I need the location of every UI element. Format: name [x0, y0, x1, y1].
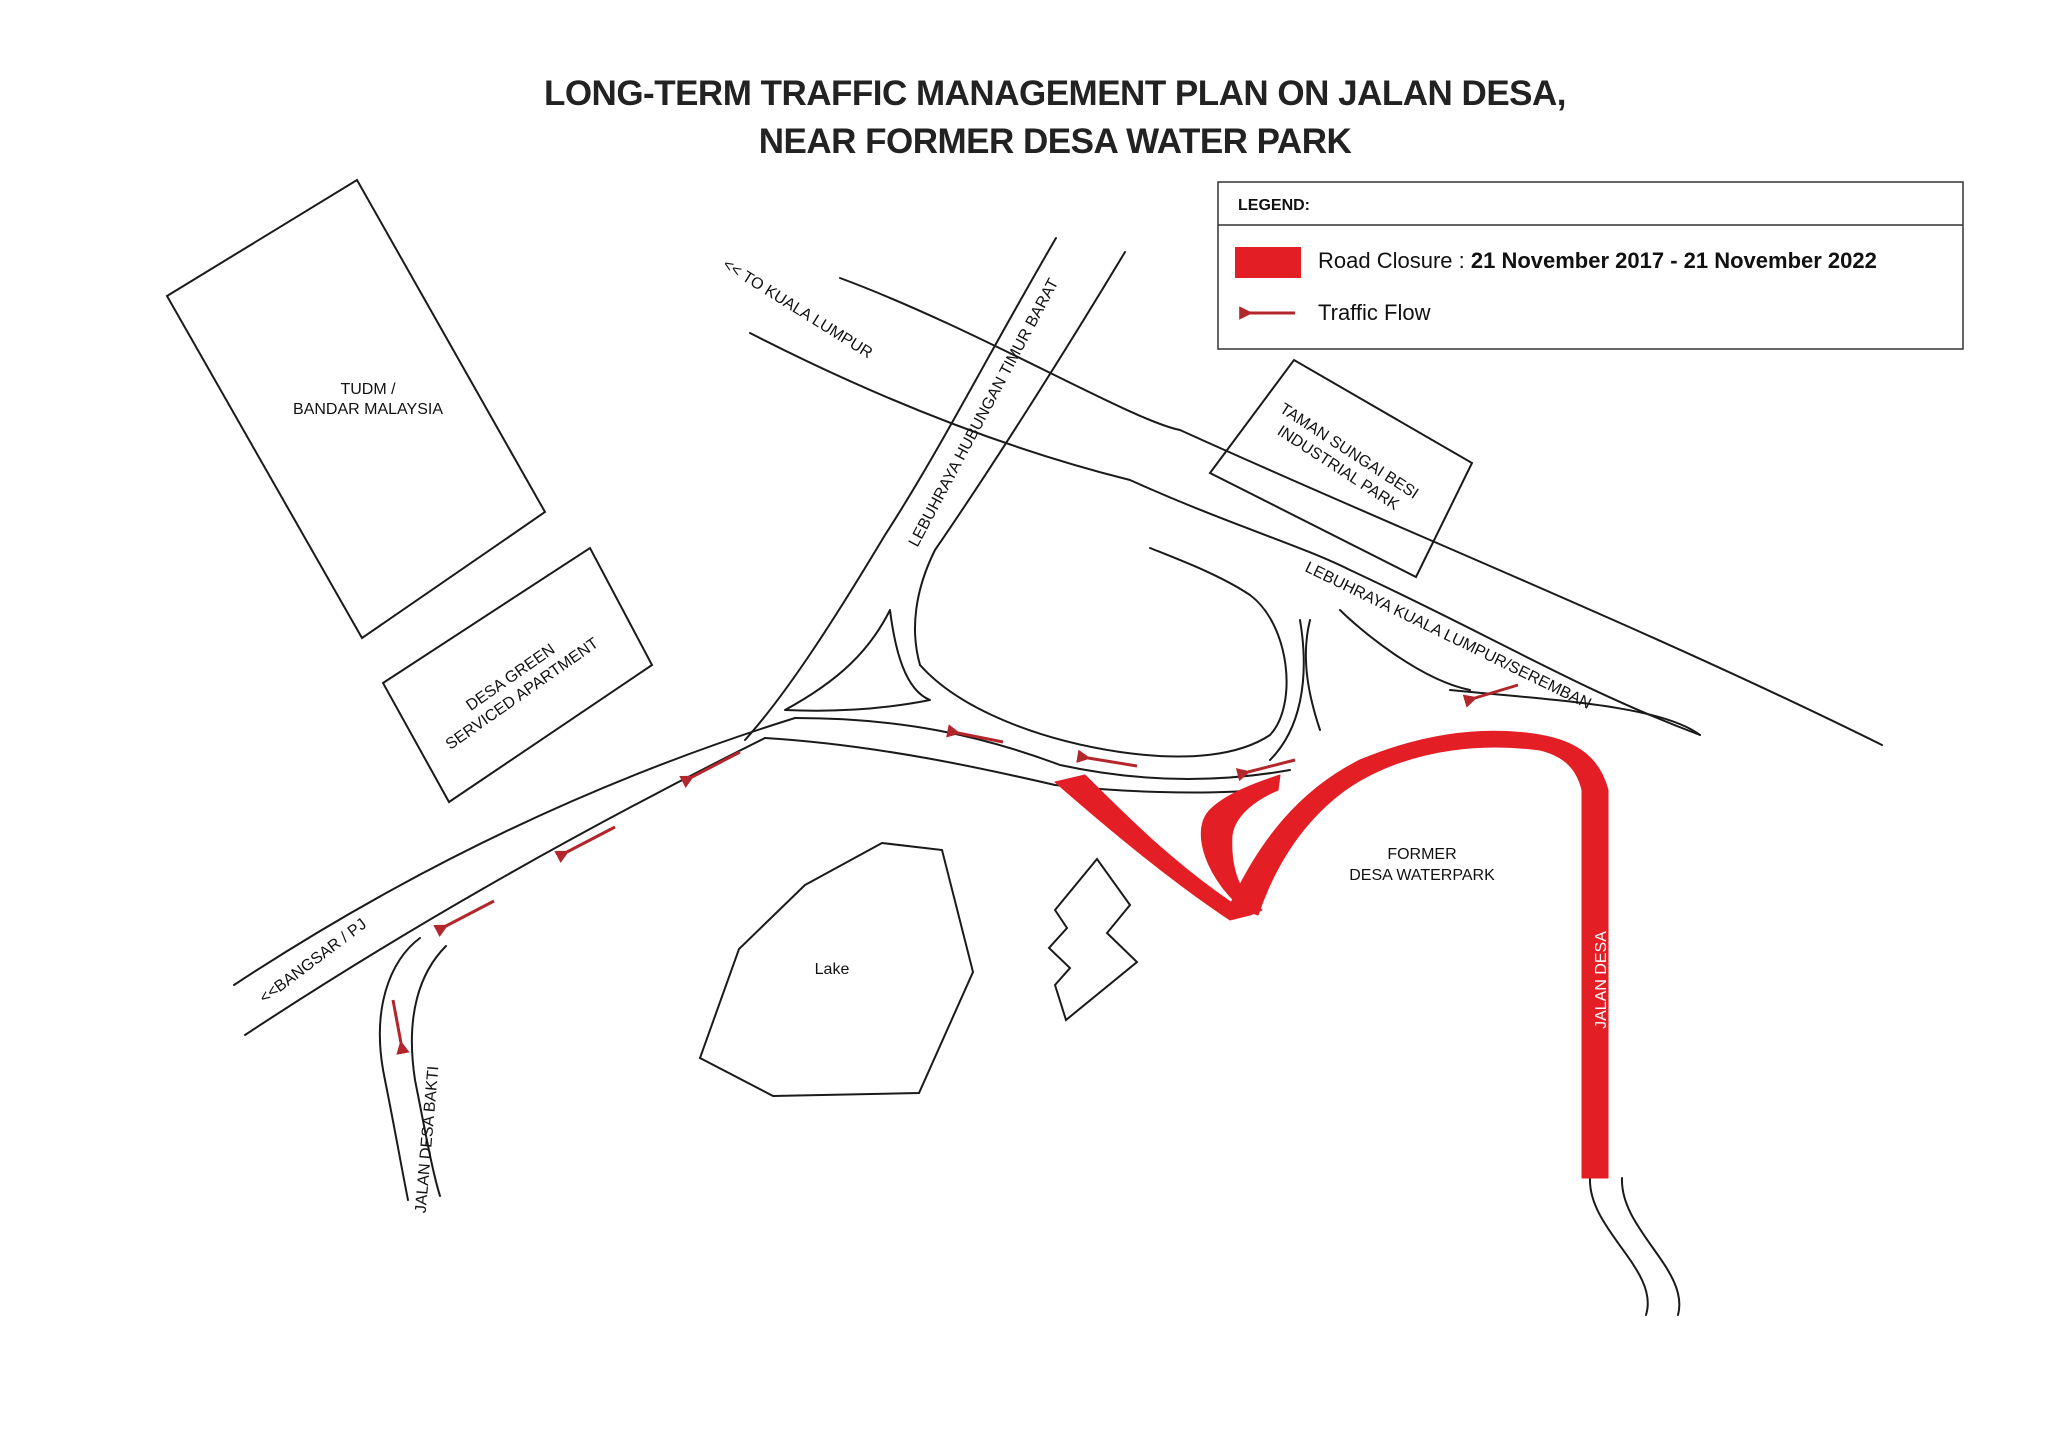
legend-closure-label: Road Closure :: [1318, 248, 1471, 273]
traffic-arrow-4: [946, 724, 1004, 744]
hubungan-road-east-edge: [914, 251, 1126, 666]
place-labels: TUDM / BANDAR MALAYSIA DESA GREEN SERVIC…: [257, 256, 1610, 1214]
road-closure-inner-ramp: [1200, 774, 1281, 916]
map-title-line-2: NEAR FORMER DESA WATER PARK: [758, 122, 1352, 161]
kl-highway-north-edge: [839, 277, 1883, 746]
loop-ramp-inner: [919, 547, 1288, 758]
service-road-north-edge: [794, 717, 1291, 780]
traffic-arrow-1: [679, 750, 741, 788]
traffic-flow-arrows: [391, 683, 1519, 1055]
seremban-slip-west-edge: [1304, 619, 1321, 731]
service-road-south-edge: [764, 737, 1261, 794]
seremban-slip-east-edge: [1339, 609, 1471, 691]
label-lebuhraya-kl-seremban: LEBUHRAYA KUALA LUMPUR/SEREMBAN: [1302, 559, 1593, 713]
legend-box: LEGEND: Road Closure : 21 November 2017 …: [1217, 181, 1964, 350]
map-title-line-1: LONG-TERM TRAFFIC MANAGEMENT PLAN ON JAL…: [543, 74, 1567, 113]
road-closure-segments: [1054, 730, 1609, 1179]
label-waterpark-line1: FORMER: [1387, 846, 1456, 863]
desa-green-building: [381, 546, 654, 804]
lake-outline: [698, 841, 975, 1098]
traffic-arrow-5: [1076, 749, 1138, 768]
label-desa-green-line2: SERVICED APARTMENT: [443, 635, 602, 754]
legend-closure-text: Road Closure : 21 November 2017 - 21 Nov…: [1318, 248, 1877, 273]
label-to-kuala-lumpur: << TO KUALA LUMPUR: [720, 256, 876, 362]
traffic-arrow-3: [433, 899, 495, 937]
legend-closure-dates: 21 November 2017 - 21 November 2022: [1471, 248, 1877, 273]
tudm-building: [165, 178, 547, 640]
taman-sungai-besi-building: [1208, 358, 1474, 579]
label-bangsar-pj: <<BANGSAR / PJ: [257, 916, 370, 1007]
legend-closure-swatch: [1235, 247, 1301, 278]
small-building: [1047, 857, 1139, 1022]
traffic-arrow-6: [1235, 758, 1296, 782]
label-tudm-line2: BANDAR MALAYSIA: [293, 401, 443, 418]
road-closure-main-curve: [1229, 730, 1609, 1179]
loop-ramp-outer: [1269, 619, 1305, 761]
jalan-desa-lower-east-edge: [1620, 1177, 1681, 1316]
traffic-arrow-8: [391, 999, 410, 1055]
traffic-arrow-7: [1462, 683, 1519, 708]
hubungan-road-west-edge: [744, 237, 1057, 741]
label-jalan-desa: JALAN DESA: [1593, 931, 1610, 1029]
legend-flow-text: Traffic Flow: [1318, 300, 1431, 325]
traffic-arrow-2: [554, 825, 616, 863]
legend-heading: LEGEND:: [1238, 197, 1310, 214]
map-title: LONG-TERM TRAFFIC MANAGEMENT PLAN ON JAL…: [0, 70, 2048, 166]
jalan-desa-lower-west-edge: [1588, 1177, 1649, 1316]
desa-bakti-west-edge: [378, 937, 421, 1201]
kl-highway-south-edge: [749, 332, 1701, 736]
label-tudm-line1: TUDM /: [340, 381, 396, 398]
bangsar-road-north-edge: [233, 717, 796, 986]
label-waterpark-line2: DESA WATERPARK: [1349, 867, 1495, 884]
label-lebuhraya-hubungan: LEBUHRAYA HUBUNGAN TIMUR BARAT: [906, 276, 1062, 550]
desa-bakti-east-edge: [410, 945, 447, 1197]
label-lake: Lake: [815, 961, 850, 978]
slip-road-triangle: [784, 609, 931, 712]
bangsar-road-south-edge: [244, 737, 766, 1036]
